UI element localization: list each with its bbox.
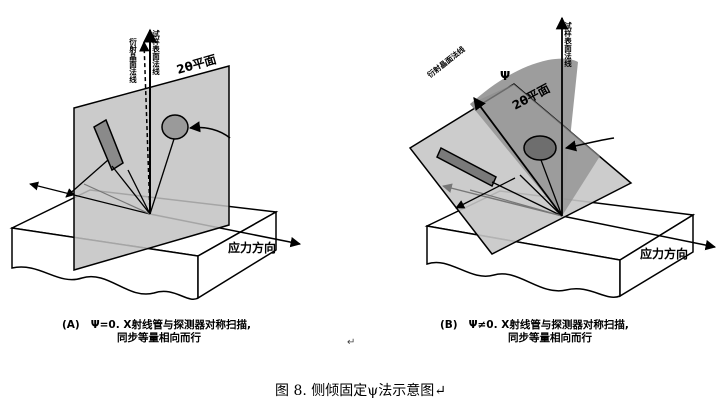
beam-right-a xyxy=(127,169,151,215)
beam-left-a xyxy=(65,159,109,198)
caption-a-line1: Ψ=0. X射线管与探测器对称扫描, xyxy=(90,319,251,331)
sample-normal-label-a: 试样表面法线 xyxy=(151,29,160,77)
panel-a: 2θ平面 试样表面法线 衍射晶面法线 应力方向 xyxy=(9,29,302,300)
caption-a-tag: (A) xyxy=(62,319,80,331)
beam-left-b xyxy=(455,177,516,209)
beam-grey-b xyxy=(469,189,563,217)
crystal-normal-arrow-a xyxy=(139,40,151,215)
two-theta-plane-a xyxy=(73,65,230,271)
incident-beam-a xyxy=(111,165,151,215)
xray-tube-b xyxy=(436,146,497,188)
detector-b xyxy=(523,135,557,161)
xray-tube-a xyxy=(93,118,124,172)
caption-a-line2: 同步等量相向而行 xyxy=(117,332,201,344)
rotation-arrow-b xyxy=(564,137,615,152)
caption-b: (B) Ψ≠0. X射线管与探测器对称扫描, 同步等量相向而行 xyxy=(440,319,629,345)
sample-normal-label-b: 试样表面法线 xyxy=(563,21,572,69)
beam-lower-b xyxy=(519,174,563,217)
rotation-arrow-a xyxy=(188,121,231,139)
stress-direction-axis-b xyxy=(561,215,717,251)
diffracted-beam-a xyxy=(149,138,175,215)
return-mark: ↵ xyxy=(347,337,356,348)
crystal-normal-label-b: 衍射晶面法线 xyxy=(424,44,467,81)
diffracted-beam-b xyxy=(540,159,563,217)
figure-title: 图 8. 侧倾固定ψ法示意图↵ xyxy=(275,383,446,399)
stress-direction-label-b: 应力方向 xyxy=(640,246,688,261)
crystal-normal-label-a: 衍射晶面法线 xyxy=(128,37,137,85)
caption-b-tag: (B) xyxy=(440,319,458,331)
stress-direction-label-a: 应力方向 xyxy=(228,240,276,255)
caption-b-line2: 同步等量相向而行 xyxy=(508,332,592,344)
psi-symbol-b: Ψ xyxy=(500,69,510,83)
horizontal-axis-a xyxy=(29,181,151,215)
incident-beam-b xyxy=(491,181,563,217)
detector-a xyxy=(161,114,189,140)
beam-grey-a xyxy=(83,183,151,215)
panel-b: Ψ 2θ平面 试样表面法线 衍射晶面法线 应力方向 xyxy=(408,16,717,298)
crystal-normal-arrow-b xyxy=(473,96,563,217)
caption-a: (A) Ψ=0. X射线管与探测器对称扫描, 同步等量相向而行 xyxy=(62,319,251,345)
caption-b-line1: Ψ≠0. X射线管与探测器对称扫描, xyxy=(468,319,629,331)
